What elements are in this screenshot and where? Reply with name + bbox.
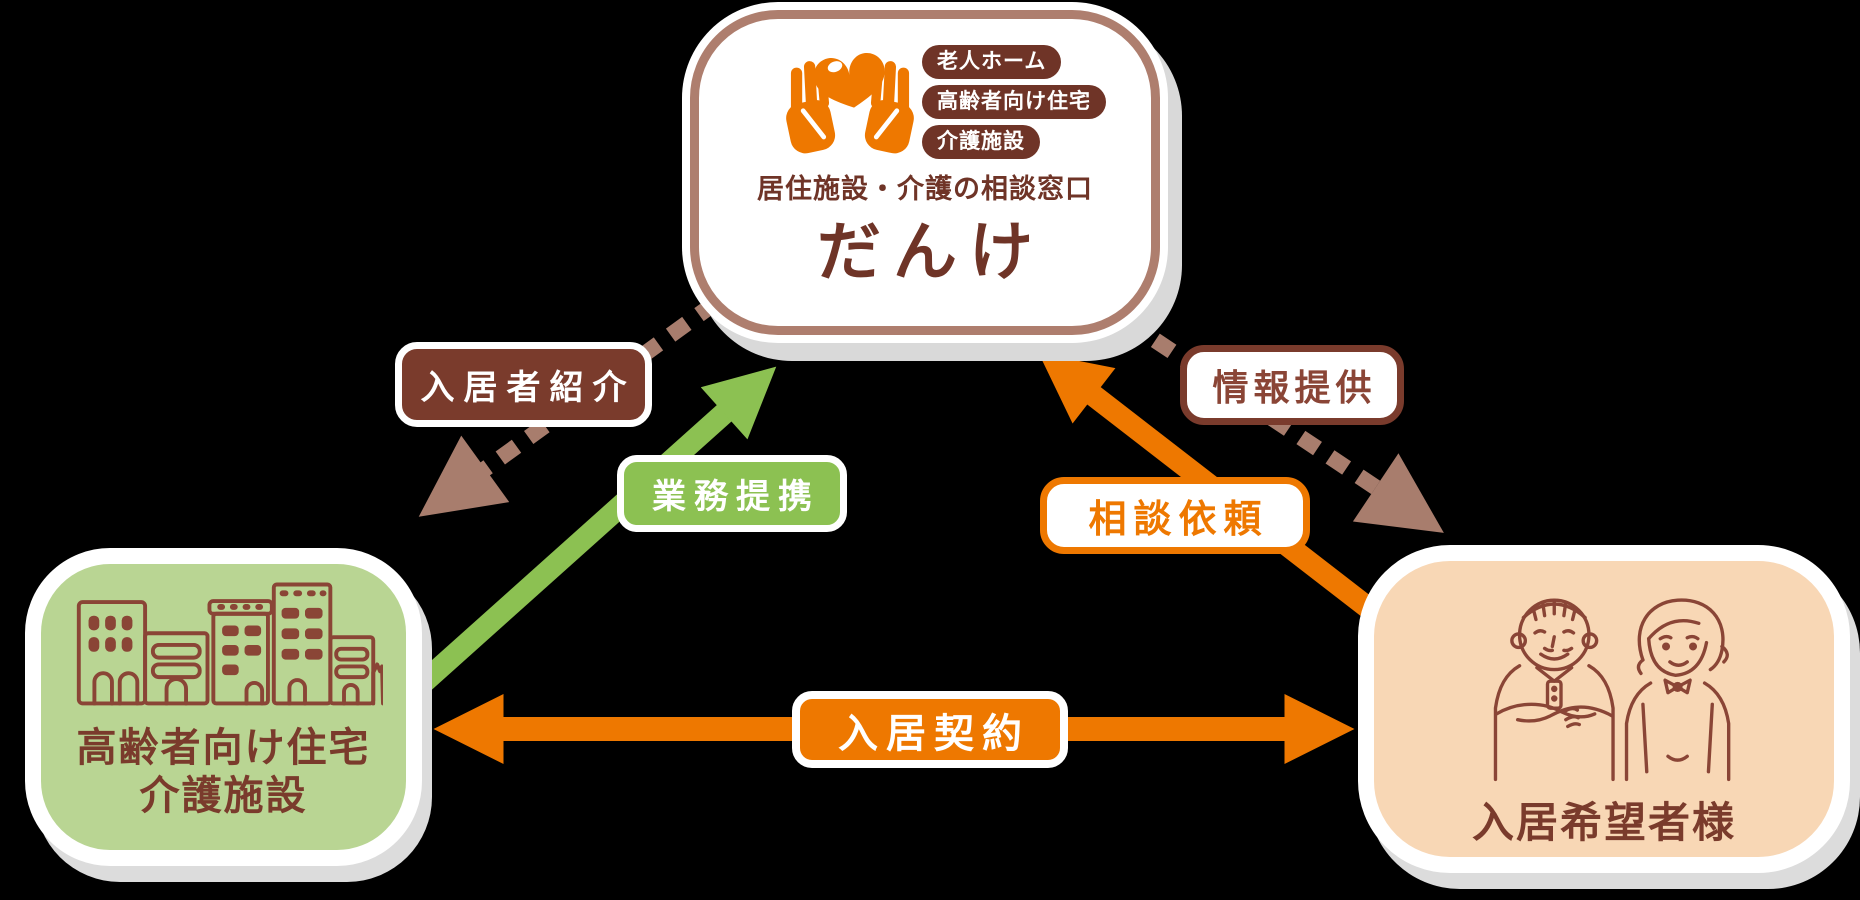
applicants-box: 入居希望者様 <box>1358 545 1850 873</box>
label-residence-contract: 入居契約 <box>792 691 1068 768</box>
badge-senior-housing: 高齢者向け住宅 <box>922 85 1106 119</box>
badge-care-facility: 介護施設 <box>922 125 1040 159</box>
danke-title: だんけ <box>817 216 1045 290</box>
applicants-name: 入居希望者様 <box>1471 798 1736 847</box>
danke-subtitle: 居住施設・介護の相談窓口 <box>757 174 1093 205</box>
buildings-illustration-icon <box>76 582 383 706</box>
badge-rojin-home: 老人ホーム <box>922 45 1062 79</box>
facilities-name: 高齢者向け住宅 介護施設 <box>41 724 406 820</box>
danke-consultation-box: 老人ホーム 高齢者向け住宅 介護施設 居住施設・介護の相談窓口 だんけ <box>690 10 1160 335</box>
label-information-provision: 情報提供 <box>1180 345 1404 425</box>
label-consultation-request: 相談依頼 <box>1040 477 1310 554</box>
facilities-box: 高齢者向け住宅 介護施設 <box>25 548 422 866</box>
label-resident-referral: 入居者紹介 <box>395 342 652 427</box>
service-badge-list: 老人ホーム 高齢者向け住宅 介護施設 <box>922 45 1106 159</box>
arrow-partnership <box>407 366 777 699</box>
hands-holding-heart-icon <box>786 53 914 154</box>
elderly-couple-illustration-icon <box>1493 598 1731 782</box>
facilities-name-line2: 介護施設 <box>139 773 308 819</box>
facilities-name-line1: 高齢者向け住宅 <box>76 725 371 771</box>
label-business-partnership: 業務提携 <box>617 455 847 532</box>
